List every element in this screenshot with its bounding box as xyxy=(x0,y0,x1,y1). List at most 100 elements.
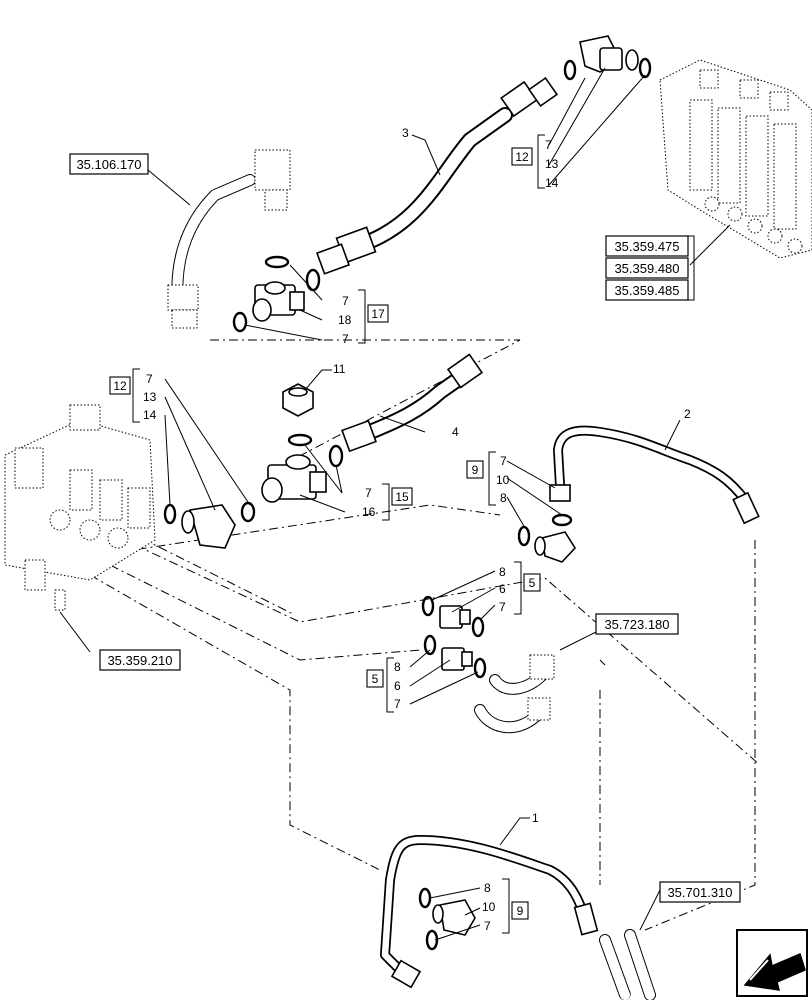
o-ring xyxy=(517,525,531,547)
reference-hose-ghost-middle xyxy=(474,654,555,734)
svg-text:5: 5 xyxy=(529,576,536,590)
svg-text:5: 5 xyxy=(372,672,379,686)
reference-bracket xyxy=(688,235,695,301)
reference-box-35-359-480[interactable]: 35.359.480 xyxy=(605,257,689,279)
reference-box-35-701-310[interactable]: 35.701.310 xyxy=(659,881,741,903)
callout-16: 16 xyxy=(362,505,376,519)
svg-text:9: 9 xyxy=(517,904,524,918)
o-ring xyxy=(425,929,439,951)
o-ring xyxy=(638,57,652,79)
tee-fitting-18 xyxy=(252,281,305,322)
svg-text:35.359.485: 35.359.485 xyxy=(614,283,679,298)
callout-8: 8 xyxy=(499,565,506,579)
callout-7: 7 xyxy=(365,486,372,500)
o-ring xyxy=(423,634,437,656)
o-ring xyxy=(328,444,344,468)
kit-box-15: 15 xyxy=(391,487,413,506)
callout-18: 18 xyxy=(338,313,352,327)
o-ring xyxy=(471,616,485,638)
callout-2: 2 xyxy=(684,407,691,421)
svg-text:35.701.310: 35.701.310 xyxy=(667,885,732,900)
callout-7: 7 xyxy=(484,919,491,933)
svg-text:35.106.170: 35.106.170 xyxy=(76,157,141,172)
elbow-fitting-left xyxy=(181,504,236,549)
reference-box-35-359-485[interactable]: 35.359.485 xyxy=(605,279,689,301)
callout-7: 7 xyxy=(545,138,552,152)
elbow-fitting-1 xyxy=(432,899,476,936)
callout-6: 6 xyxy=(394,679,401,693)
o-ring xyxy=(240,501,256,523)
connection-lines xyxy=(89,339,761,931)
reference-tube-ghost-bottom xyxy=(599,929,656,1000)
callout-11: 11 xyxy=(333,362,346,376)
callout-8: 8 xyxy=(500,491,507,505)
control-valve-block-left xyxy=(4,404,156,611)
nut-11 xyxy=(282,383,314,417)
reference-box-35-359-210[interactable]: 35.359.210 xyxy=(99,649,181,671)
callout-7: 7 xyxy=(342,294,349,308)
hose-3 xyxy=(315,76,559,275)
callout-numbers: 3 7 13 14 7 18 7 11 4 7 13 14 7 16 2 7 1… xyxy=(143,126,691,933)
elbow-fitting-2 xyxy=(534,531,577,563)
reference-hose-ghost-top xyxy=(167,149,291,329)
callout-7: 7 xyxy=(342,332,349,346)
kit-box-5-upper: 5 xyxy=(523,573,541,592)
callout-10: 10 xyxy=(496,473,510,487)
o-ring xyxy=(287,433,313,447)
kit-box-9-middle: 9 xyxy=(466,460,484,479)
tube-2 xyxy=(549,425,760,525)
svg-text:17: 17 xyxy=(371,307,385,321)
callout-13: 13 xyxy=(545,157,559,171)
reference-box-35-359-475[interactable]: 35.359.475 xyxy=(605,235,689,257)
adapter-fitting-6-lower xyxy=(441,647,473,671)
svg-text:15: 15 xyxy=(395,490,409,504)
o-ring xyxy=(264,255,290,269)
o-ring xyxy=(563,59,577,81)
kit-brackets xyxy=(132,134,545,934)
elbow-fitting-top xyxy=(579,35,639,73)
callout-4: 4 xyxy=(452,425,459,439)
svg-text:9: 9 xyxy=(472,463,479,477)
tee-fitting-16 xyxy=(261,454,327,503)
callout-6: 6 xyxy=(499,582,506,596)
callout-7: 7 xyxy=(146,372,153,386)
arrow-navigation-icon[interactable] xyxy=(736,929,808,997)
kit-box-12-top: 12 xyxy=(511,147,533,166)
callout-8: 8 xyxy=(394,660,401,674)
leader-lines xyxy=(59,67,731,941)
callout-7: 7 xyxy=(500,454,507,468)
callout-14: 14 xyxy=(143,408,157,422)
svg-text:35.359.475: 35.359.475 xyxy=(614,239,679,254)
svg-text:35.359.480: 35.359.480 xyxy=(614,261,679,276)
o-ring xyxy=(551,513,573,527)
svg-text:12: 12 xyxy=(515,150,529,164)
callout-3: 3 xyxy=(402,126,409,140)
callout-10: 10 xyxy=(482,900,496,914)
callout-7: 7 xyxy=(394,697,401,711)
tube-1 xyxy=(380,835,599,989)
callout-14: 14 xyxy=(545,176,559,190)
callout-1: 1 xyxy=(532,811,539,825)
control-valve-block-right xyxy=(659,59,812,259)
kit-box-17: 17 xyxy=(367,304,389,323)
o-ring xyxy=(163,503,177,525)
o-ring xyxy=(305,268,321,292)
reference-box-35-723-180[interactable]: 35.723.180 xyxy=(595,613,679,635)
callout-7: 7 xyxy=(499,600,506,614)
reference-box-35-106-170[interactable]: 35.106.170 xyxy=(69,153,149,175)
kit-box-12-left: 12 xyxy=(109,376,131,395)
svg-text:12: 12 xyxy=(113,379,127,393)
o-ring xyxy=(473,657,487,679)
hose-4 xyxy=(341,353,484,453)
o-ring xyxy=(232,311,248,333)
kit-box-9-bottom: 9 xyxy=(511,901,529,920)
svg-text:35.359.210: 35.359.210 xyxy=(107,653,172,668)
svg-text:35.723.180: 35.723.180 xyxy=(604,617,669,632)
callout-13: 13 xyxy=(143,390,157,404)
o-ring xyxy=(418,887,432,909)
callout-8: 8 xyxy=(484,881,491,895)
o-ring xyxy=(421,595,435,617)
adapter-fitting-6-upper xyxy=(439,605,471,629)
kit-box-5-lower: 5 xyxy=(366,669,384,688)
